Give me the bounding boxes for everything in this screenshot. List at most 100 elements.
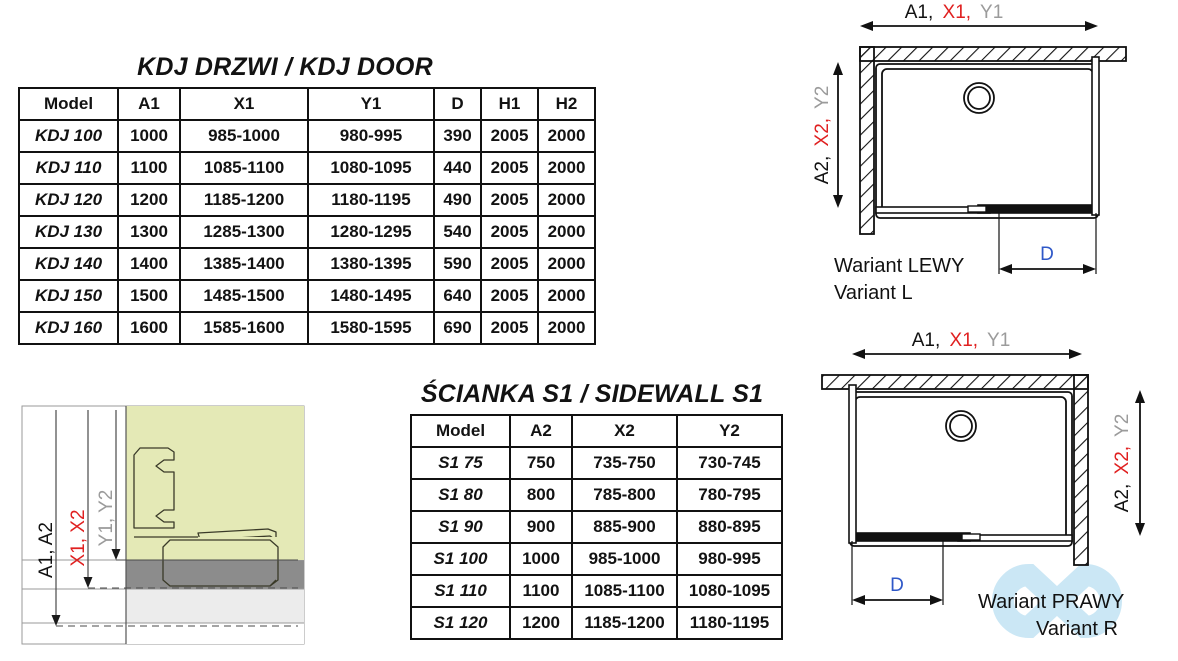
dim-a2-text-r: A2, <box>1112 484 1133 513</box>
dim-y2-text: Y2 <box>812 86 833 109</box>
door-table-cell: 1000 <box>119 121 181 153</box>
door-table-cell: 2000 <box>539 281 594 313</box>
sidewall-table-cell: 730-745 <box>678 448 781 480</box>
sidewall-table-cell: 785-800 <box>573 480 678 512</box>
door-table-cell: 2000 <box>539 121 594 153</box>
door-table-row-model: KDJ 120 <box>20 185 119 217</box>
sidewall-table-header-model: Model <box>412 416 511 448</box>
drain-inner-icon <box>967 86 991 110</box>
door-table-cell: 2005 <box>482 313 539 343</box>
sidewall-table-header-x2: X2 <box>573 416 678 448</box>
sidewall-table-cell: 750 <box>511 448 573 480</box>
door-table-row-model: KDJ 160 <box>20 313 119 343</box>
watermark-infinity-icon <box>992 563 1122 639</box>
dim-a-arrow <box>51 615 61 626</box>
top-dim-arrow-right <box>1085 21 1098 31</box>
sidewall-table-row-model: S1 75 <box>412 448 511 480</box>
wall-left <box>859 46 875 235</box>
door-table-cell: 1385-1400 <box>181 249 309 281</box>
sidewall-table-title: ŚCIANKA S1 / SIDEWALL S1 <box>420 380 764 408</box>
variant-left-caption-pl: Wariant LEWY <box>834 255 964 277</box>
door-table-header-y1: Y1 <box>309 89 435 121</box>
sidewall-table-cell: 980-995 <box>678 544 781 576</box>
dim-x1-text: X1, <box>943 2 972 23</box>
d-arrow-right <box>1083 264 1096 274</box>
door-table-cell: 1085-1100 <box>181 153 309 185</box>
dim-y-arrow <box>111 549 121 560</box>
dim-x2-text-r: X2, <box>1112 446 1133 475</box>
variant-right-depth-label: D <box>890 575 904 596</box>
sidewall-table-cell: 1185-1200 <box>573 608 678 638</box>
drain-inner-icon-r <box>949 414 973 438</box>
d-arrow-right-r <box>930 595 943 605</box>
door-table-cell: 1485-1500 <box>181 281 309 313</box>
sidewall-table-row-model: S1 80 <box>412 480 511 512</box>
sidewall-table-cell: 1085-1100 <box>573 576 678 608</box>
sidewall-table-cell: 800 <box>511 480 573 512</box>
side-dim-arrow-top <box>833 62 843 75</box>
door-table-cell: 1285-1300 <box>181 217 309 249</box>
door-table-cell: 2005 <box>482 185 539 217</box>
door-table-title: KDJ DRZWI / KDJ DOOR <box>137 53 433 81</box>
variant-left-top-dim: A1, X1, Y1 <box>905 2 1004 23</box>
side-dim-arrow-bottom-r <box>1135 523 1145 536</box>
door-table-cell: 490 <box>435 185 482 217</box>
side-dim-arrow-bottom <box>833 195 843 208</box>
door-table-cell: 2000 <box>539 217 594 249</box>
door-table-cell: 1380-1395 <box>309 249 435 281</box>
tray-grey <box>126 560 304 589</box>
variant-right-caption-pl: Wariant PRAWY <box>978 591 1124 613</box>
door-table-cell: 1200 <box>119 185 181 217</box>
dim-y1-text: Y1 <box>980 2 1003 23</box>
floor-light <box>126 589 304 623</box>
door-table-cell: 1480-1495 <box>309 281 435 313</box>
door-table-header-a1: A1 <box>119 89 181 121</box>
sidewall-table-cell: 880-895 <box>678 512 781 544</box>
door-table-cell: 1600 <box>119 313 181 343</box>
dim-a1-text-r: A1, <box>912 330 941 351</box>
door-table-row-model: KDJ 130 <box>20 217 119 249</box>
dim-y1-text-r: Y1 <box>987 330 1010 351</box>
sidewall-table-cell: 735-750 <box>573 448 678 480</box>
wall-top <box>859 46 1127 62</box>
side-dim-arrow-top-r <box>1135 390 1145 403</box>
door-table-header-model: Model <box>20 89 119 121</box>
door-table-cell: 985-1000 <box>181 121 309 153</box>
door-handle-icon-r <box>961 533 981 541</box>
door-table-cell: 1280-1295 <box>309 217 435 249</box>
door-table-cell: 1500 <box>119 281 181 313</box>
door-table-cell: 1185-1200 <box>181 185 309 217</box>
dim-x2-text: X2, <box>812 118 833 147</box>
sidewall-table-cell: 1000 <box>511 544 573 576</box>
door-table-row-model: KDJ 150 <box>20 281 119 313</box>
door-table-cell: 2005 <box>482 153 539 185</box>
door-table-cell: 2005 <box>482 121 539 153</box>
wall-top-r <box>821 374 1089 390</box>
door-table-header-h1: H1 <box>482 89 539 121</box>
door-table-header-d: D <box>435 89 482 121</box>
sidewall-table-cell: 900 <box>511 512 573 544</box>
sidewall-table-cell: 1200 <box>511 608 573 638</box>
door-table-cell: 2000 <box>539 249 594 281</box>
sidewall-table-cell: 1100 <box>511 576 573 608</box>
top-dim-arrow-left <box>860 21 873 31</box>
d-arrow-left <box>999 264 1012 274</box>
door-table-cell: 640 <box>435 281 482 313</box>
dim-x-arrow <box>83 577 93 588</box>
sidewall-table-header-a2: A2 <box>511 416 573 448</box>
sidewall-glass <box>1091 56 1100 216</box>
sidewall-table-row-model: S1 110 <box>412 576 511 608</box>
